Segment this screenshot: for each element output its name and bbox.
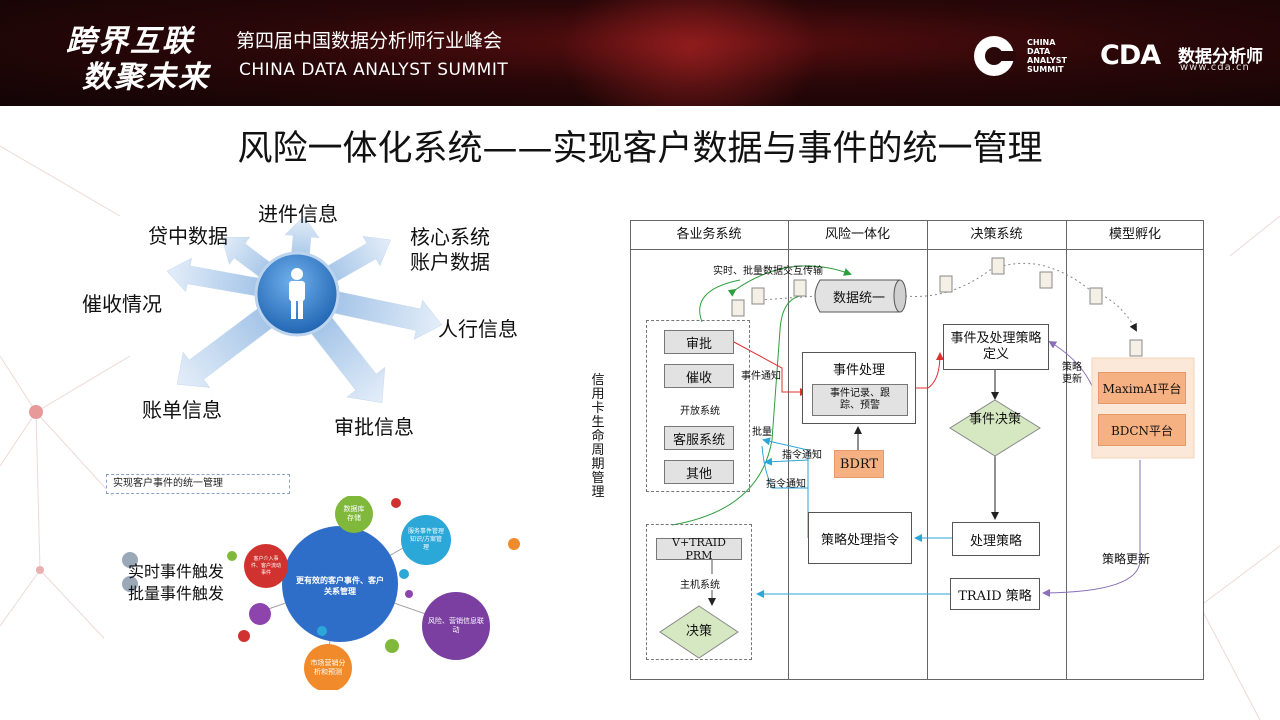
- event-decision-diamond: [949, 399, 1041, 457]
- bubble-db: 数据库存储: [335, 495, 373, 533]
- circle-c-logo-icon: [974, 36, 1016, 76]
- label-jinjian: 进件信息: [258, 202, 338, 226]
- summit-title-cn: 第四届中国数据分析师行业峰会: [236, 30, 503, 52]
- traid-strategy-box: TRAID 策略: [950, 578, 1040, 610]
- event-decision-label: 事件决策: [968, 412, 1021, 427]
- bubble-market: 市场营销分析和预测: [304, 644, 352, 692]
- event-strategy-box: 事件及处理策略定义: [943, 324, 1049, 370]
- host-system-group: [646, 524, 752, 660]
- label-hexin-1: 核心系统: [410, 225, 490, 249]
- arrow-shenpi: [304, 309, 386, 404]
- cda-logo-cn: 数据分析师: [1178, 47, 1263, 67]
- batch-label: 批量: [752, 427, 772, 438]
- bubble-db-text: 数据库存储: [343, 505, 365, 522]
- label-shenpi: 审批信息: [334, 415, 414, 439]
- lane-divider: [1066, 220, 1067, 680]
- event-process-label: 事件处理: [832, 363, 885, 378]
- others-box: 其他: [664, 460, 734, 484]
- strategy-command-box: 策略处理指令: [808, 512, 912, 564]
- slogan-line-1: 跨界互联: [66, 24, 194, 59]
- command-notify-label-2: 指令通知: [766, 479, 806, 490]
- strategy-update-label-1: 策略更新: [1062, 362, 1082, 385]
- document-icon: [731, 257, 1143, 357]
- arrow-cuishou: [166, 257, 270, 298]
- slogan-line-2: 数聚未来: [82, 60, 210, 95]
- vertical-label: 信用卡生命周期管理: [591, 373, 605, 500]
- open-systems-label: 开放系统: [680, 406, 720, 417]
- trigger-realtime: 实时事件触发: [128, 562, 225, 581]
- arrow-renhang: [323, 289, 443, 340]
- vtraid-prm-box: V+TRAID PRM: [656, 536, 742, 562]
- lane-header-model: 模型孵化: [1066, 220, 1204, 250]
- collection-box: 催收: [664, 364, 734, 388]
- inset-bubbles-graphic: [122, 496, 520, 690]
- logo-line: DATA: [1027, 47, 1051, 56]
- database-cylinder-icon: [814, 279, 907, 313]
- bubble-risk: 风险、营销信息联动: [422, 592, 490, 660]
- person-icon: [254, 251, 340, 337]
- cda-url: www.cda.cn: [1180, 62, 1250, 73]
- header-glow: [560, 0, 820, 106]
- label-renhang: 人行信息: [438, 317, 518, 341]
- summit-logo-text: CHINA DATA ANALYST SUMMIT: [1027, 38, 1067, 74]
- top-flow-label: 实时、批量数据交互传输: [713, 266, 823, 277]
- bubble-customer-entry-text: 客户介入事件、客户流动事件: [250, 555, 281, 576]
- trigger-batch: 批量事件触发: [128, 584, 225, 603]
- lane-divider: [788, 220, 789, 680]
- logo-line: SUMMIT: [1027, 65, 1064, 74]
- bdcn-box: BDCN平台: [1098, 414, 1186, 446]
- lane-divider: [927, 220, 928, 680]
- bubble-risk-text: 风险、营销信息联动: [428, 617, 484, 634]
- logo-line: ANALYST: [1027, 56, 1067, 65]
- host-decision-label: 决策: [685, 624, 712, 639]
- page-title: 风险一体化系统——实现客户数据与事件的统一管理: [237, 129, 1043, 169]
- open-systems-group: [646, 320, 750, 492]
- process-strategy-box: 处理策略: [952, 522, 1040, 556]
- lane-header-business: 各业务系统: [630, 220, 788, 250]
- lane-header-decision: 决策系统: [927, 220, 1066, 250]
- customer-service-box: 客服系统: [664, 426, 734, 450]
- label-daizhong: 贷中数据: [148, 224, 228, 248]
- host-system-label: 主机系统: [680, 580, 720, 591]
- command-notify-label-1: 指令通知: [782, 450, 822, 461]
- lane-header-risk: 风险一体化: [788, 220, 927, 250]
- strategy-update-label-2: 策略更新: [1102, 552, 1151, 566]
- header-banner: 跨界互联 数聚未来 第四届中国数据分析师行业峰会 CHINA DATA ANAL…: [0, 0, 1280, 106]
- label-hexin-2: 账户数据: [410, 250, 490, 274]
- logo-line: CHINA: [1027, 38, 1056, 47]
- host-decision-diamond: [659, 605, 739, 659]
- maximai-box: MaximAI平台: [1098, 372, 1186, 404]
- label-cuishou: 催收情况: [82, 292, 162, 316]
- star-arrows: [166, 215, 443, 404]
- event-notify-label: 事件通知: [741, 371, 781, 382]
- center-bubble-text: 更有效的客户事件、客户关系管理: [296, 576, 384, 596]
- bdrt-box: BDRT: [834, 450, 884, 478]
- cda-logo: CDA: [1100, 40, 1161, 71]
- event-record-box: 事件记录、跟踪、预警: [812, 384, 908, 416]
- bubble-service: 服务事件管理 知识/方案管理: [401, 515, 451, 565]
- bubble-service-text: 服务事件管理 知识/方案管理: [407, 528, 444, 551]
- bubble-customer-entry: 客户介入事件、客户流动事件: [244, 544, 288, 588]
- label-zhangdan: 账单信息: [142, 398, 222, 422]
- center-bubble: 更有效的客户事件、客户关系管理: [288, 534, 392, 638]
- bubble-market-text: 市场营销分析和预测: [310, 659, 346, 676]
- arrow-zhangdan: [176, 302, 281, 388]
- inset-title: 实现客户事件的统一管理: [106, 474, 290, 494]
- approval-box: 审批: [664, 330, 734, 354]
- summit-title-en: CHINA DATA ANALYST SUMMIT: [239, 60, 509, 80]
- data-unify-label: 数据统一: [832, 290, 885, 306]
